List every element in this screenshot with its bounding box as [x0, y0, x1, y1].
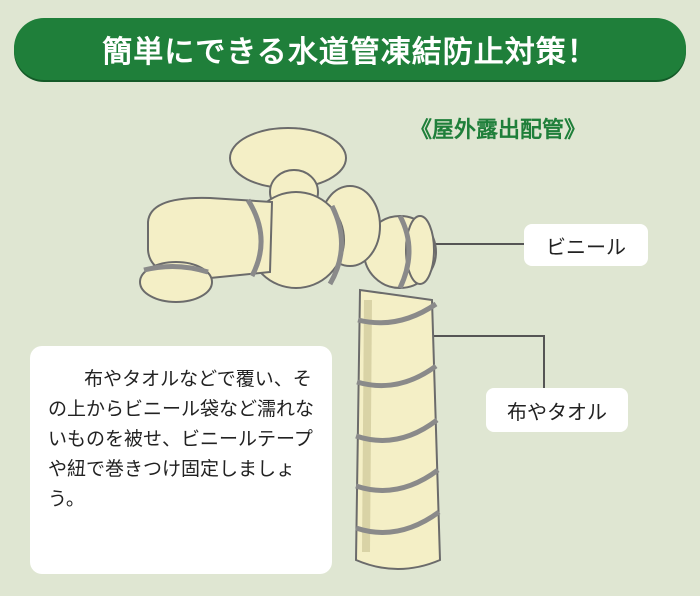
section-subtitle: 《屋外露出配管》 [410, 118, 587, 143]
vinyl-label: ビニール [524, 224, 648, 266]
wrapped-pipe [354, 288, 442, 570]
cloth-label: 布やタオル [486, 388, 628, 432]
page-title: 簡単にできる水道管凍結防止対策！ [102, 35, 598, 70]
cloth-leader-line [430, 335, 545, 396]
faucet-bands [143, 198, 344, 286]
instruction-note: 布やタオルなどで覆い、その上からビニール袋など濡れないものを被せ、ビニールテープ… [30, 346, 332, 574]
elbow-band [397, 214, 412, 290]
wrapped-faucet-body [139, 191, 345, 303]
tie-bands [355, 301, 441, 535]
title-banner: 簡単にできる水道管凍結防止対策！ [14, 18, 686, 80]
instruction-text: 布やタオルなどで覆い、その上からビニール袋など濡れないものを被せ、ビニールテープ… [48, 368, 315, 510]
